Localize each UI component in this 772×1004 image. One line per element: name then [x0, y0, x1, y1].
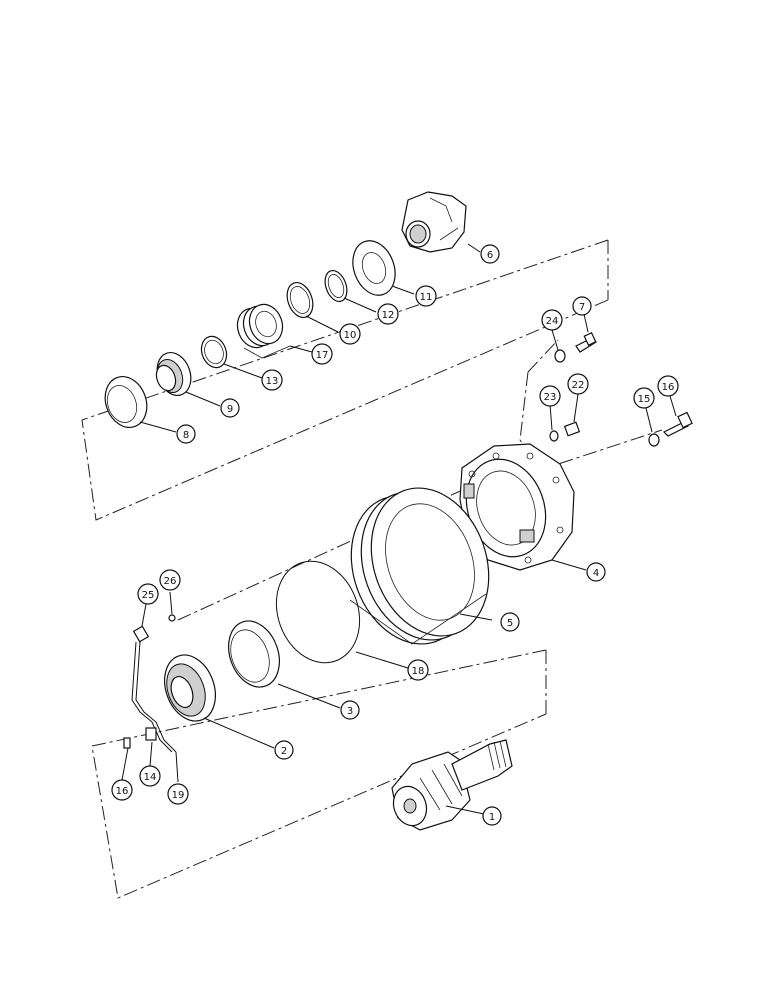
leader-lines: [121, 243, 677, 815]
callout-5-label: 5: [507, 618, 513, 629]
callout-25: 25: [137, 583, 159, 605]
callout-11: 11: [415, 285, 437, 307]
part-2-bearing-cone: [164, 654, 216, 722]
callout-24: 24: [541, 309, 563, 331]
callout-9: 9: [220, 398, 240, 418]
callout-19-label: 19: [172, 790, 185, 801]
part-23-seal: [549, 430, 559, 442]
part-15-washer: [648, 433, 660, 447]
part-16-bolt-right: [662, 411, 693, 437]
callout-23-label: 23: [544, 392, 557, 403]
part-5-gasket-set: [349, 487, 490, 645]
callout-13: 13: [261, 369, 283, 391]
callout-19: 19: [167, 783, 189, 805]
callout-11-label: 11: [420, 292, 433, 303]
callout-10: 10: [339, 323, 361, 345]
part-7-bolt: [575, 331, 597, 353]
callout-5: 5: [500, 612, 520, 632]
callout-17-label: 17: [316, 350, 329, 361]
part-13-ring: [200, 335, 228, 369]
callout-7-label: 7: [579, 302, 585, 313]
callout-16-right-label: 16: [662, 382, 675, 393]
callout-3-label: 3: [347, 706, 353, 717]
callout-15: 15: [633, 387, 655, 409]
callout-16-left-label: 16: [116, 786, 129, 797]
callout-13-label: 13: [266, 376, 279, 387]
part-6-end-housing: [401, 191, 467, 253]
callout-22: 22: [567, 373, 589, 395]
callout-16-right: 16: [657, 375, 679, 397]
callout-9-label: 9: [227, 404, 233, 415]
part-19-tube: [131, 641, 177, 753]
callout-2-label: 2: [281, 746, 287, 757]
callout-26: 26: [159, 569, 181, 591]
callout-7: 7: [572, 296, 592, 316]
callout-2: 2: [274, 740, 294, 760]
callout-4-label: 4: [593, 568, 599, 579]
callout-18-label: 18: [412, 666, 425, 677]
callout-16-left: 16: [111, 779, 133, 801]
callout-12: 12: [377, 303, 399, 325]
part-10-shim: [286, 281, 314, 319]
callout-15-label: 15: [638, 394, 651, 405]
callout-22-label: 22: [572, 380, 585, 391]
callout-25-label: 25: [142, 590, 155, 601]
callout-17: 17: [311, 343, 333, 365]
callout-14: 14: [139, 765, 161, 787]
part-4-carrier-housing: [459, 443, 575, 571]
callout-8-label: 8: [183, 430, 189, 441]
callout-6-label: 6: [487, 250, 493, 261]
part-11-thrust-washer: [352, 240, 396, 296]
part-12-snap-ring: [324, 269, 348, 303]
part-1-pinion-shaft: [391, 739, 513, 831]
callout-4: 4: [586, 562, 606, 582]
part-9-bearing-cone: [155, 352, 192, 396]
callout-26-label: 26: [164, 576, 177, 587]
callout-14-label: 14: [144, 772, 157, 783]
callout-3: 3: [340, 700, 360, 720]
part-22-plug: [563, 421, 581, 437]
callout-24-label: 24: [546, 316, 559, 327]
part-18-o-ring: [275, 560, 361, 664]
callout-1-label: 1: [489, 812, 495, 823]
part-3-bearing-cup: [228, 620, 280, 688]
part-14-connector: [145, 727, 157, 741]
callout-8: 8: [176, 424, 196, 444]
callout-23: 23: [539, 385, 561, 407]
lower-assembly-dashed-outline: [91, 649, 547, 899]
part-24-washer: [554, 349, 566, 363]
callout-12-label: 12: [382, 310, 395, 321]
part-16-screw-left: [123, 737, 131, 749]
part-8-bearing-cup: [104, 376, 148, 428]
callout-10-label: 10: [344, 330, 357, 341]
callout-1: 1: [482, 806, 502, 826]
callout-18: 18: [407, 659, 429, 681]
part-25-fitting: [132, 625, 150, 643]
callout-6: 6: [480, 244, 500, 264]
part-26-washer: [168, 614, 176, 622]
part-17-shim-pack: [236, 303, 291, 359]
